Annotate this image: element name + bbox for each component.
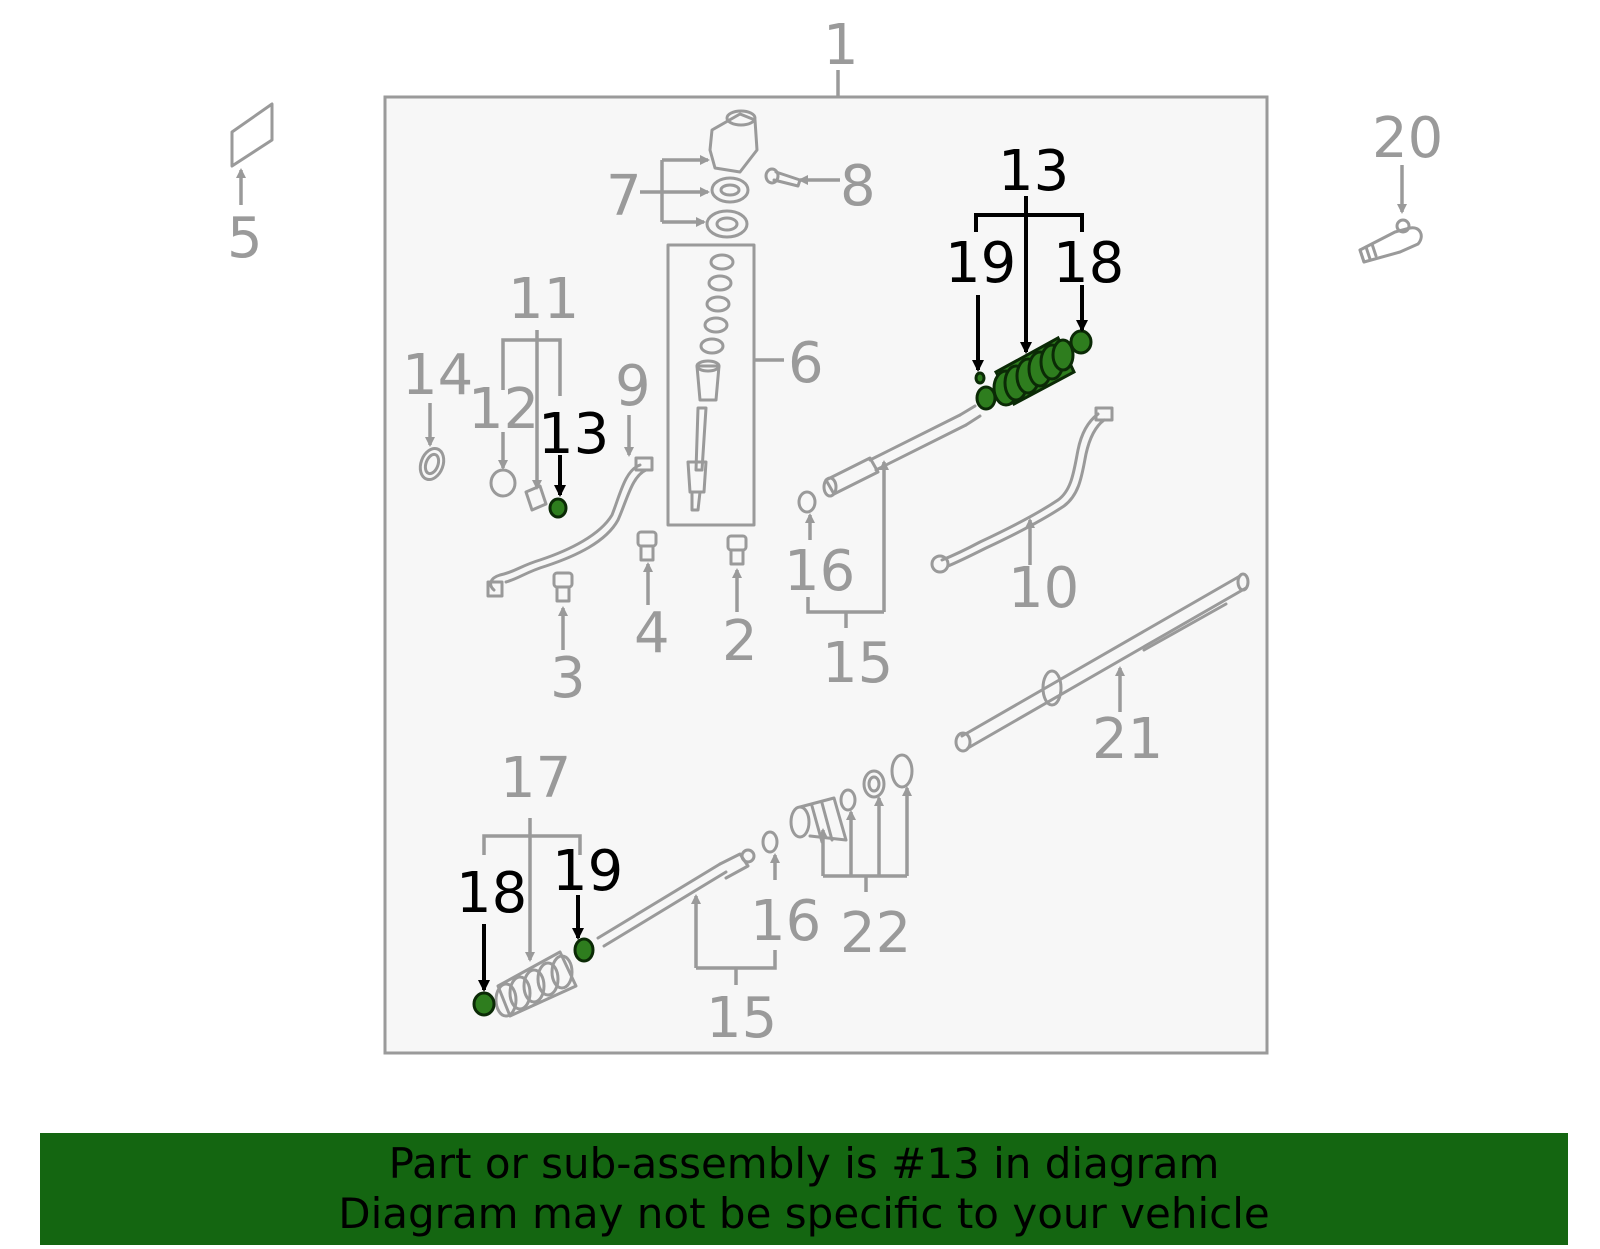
callout-8: 8 bbox=[840, 154, 876, 219]
callout-10: 10 bbox=[1008, 556, 1079, 621]
part-18-clamp-upper bbox=[1069, 285, 1093, 355]
info-banner: Part or sub-assembly is #13 in diagram D… bbox=[40, 1133, 1568, 1245]
callout-13-upper: 13 bbox=[998, 139, 1069, 204]
part-6-valve-kit bbox=[666, 243, 784, 527]
callout-16-lower: 16 bbox=[750, 889, 821, 954]
callout-13-left: 13 bbox=[538, 402, 609, 467]
callout-2: 2 bbox=[722, 609, 758, 674]
callout-12: 12 bbox=[468, 377, 539, 442]
part-7-valve-housing bbox=[640, 109, 759, 239]
callout-1: 1 bbox=[823, 13, 859, 78]
assembly-panel bbox=[383, 95, 1269, 1055]
part-13-bellows-highlight-left bbox=[548, 455, 568, 519]
callout-3: 3 bbox=[550, 646, 586, 711]
part-5-label-plate bbox=[230, 102, 274, 205]
callout-9: 9 bbox=[615, 354, 651, 419]
part-18-clamp-lower bbox=[472, 924, 496, 1017]
part-3-plug bbox=[552, 571, 574, 650]
part-14-o-ring bbox=[418, 403, 446, 481]
part-9-pressure-pipe bbox=[486, 415, 654, 598]
callout-18-upper: 18 bbox=[1053, 231, 1124, 296]
part-15-inner-tie-rod-lower bbox=[596, 848, 777, 985]
callout-7: 7 bbox=[606, 164, 642, 229]
part-11-bushing bbox=[501, 330, 562, 512]
callout-5: 5 bbox=[227, 206, 263, 271]
callout-19-lower: 19 bbox=[552, 839, 623, 904]
callout-15-upper: 15 bbox=[822, 631, 893, 696]
part-16-clip-upper bbox=[797, 490, 817, 540]
callout-14: 14 bbox=[402, 343, 473, 408]
part-19-clamp-upper bbox=[972, 295, 997, 411]
part-20-tie-rod-end bbox=[1358, 165, 1423, 264]
part-4-plug bbox=[636, 530, 658, 605]
callout-6: 6 bbox=[788, 331, 824, 396]
part-10-return-pipe bbox=[930, 406, 1114, 574]
part-8-bolt bbox=[764, 167, 840, 188]
part-22-boot-set bbox=[789, 753, 914, 892]
banner-line-2: Diagram may not be specific to your vehi… bbox=[338, 1189, 1270, 1238]
callout-17: 17 bbox=[500, 746, 571, 811]
part-13-bellows-highlight-upper bbox=[974, 196, 1084, 407]
part-15-inner-tie-rod-upper bbox=[806, 404, 982, 628]
part-21-rack-shaft bbox=[954, 572, 1250, 753]
part-19-clamp-lower bbox=[572, 895, 595, 963]
callout-16-upper: 16 bbox=[784, 539, 855, 604]
callout-4: 4 bbox=[634, 601, 670, 666]
callout-18-lower: 18 bbox=[456, 861, 527, 926]
callout-19-upper: 19 bbox=[945, 231, 1016, 296]
callout-11: 11 bbox=[508, 267, 579, 332]
part-2-plug bbox=[726, 534, 748, 612]
callout-21: 21 bbox=[1092, 707, 1163, 772]
callout-22: 22 bbox=[840, 901, 911, 966]
part-17-bellows-lower bbox=[482, 818, 582, 1018]
callout-15-lower: 15 bbox=[706, 986, 777, 1051]
banner-line-1: Part or sub-assembly is #13 in diagram bbox=[388, 1139, 1220, 1188]
part-12-seal bbox=[489, 432, 517, 498]
callout-20: 20 bbox=[1372, 106, 1443, 171]
part-16-clip-lower bbox=[761, 830, 780, 880]
